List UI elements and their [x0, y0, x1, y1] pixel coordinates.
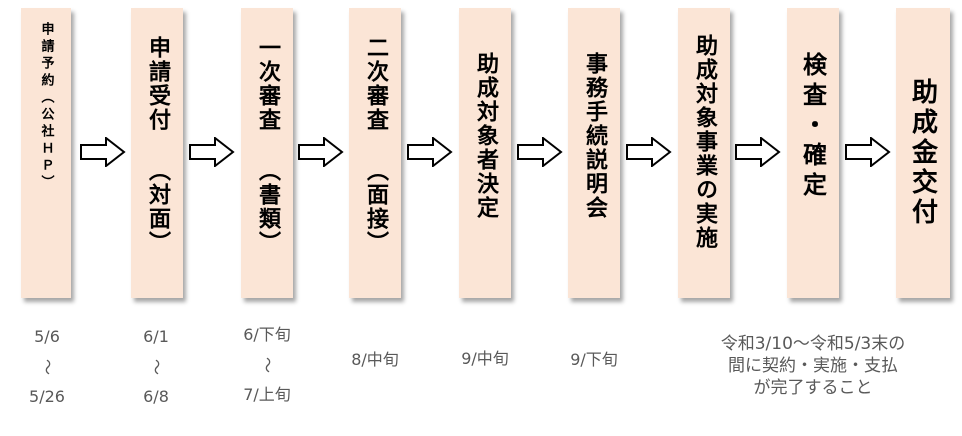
step-label: 検査・確定	[798, 52, 827, 202]
step-label: 助成対象者決定	[473, 52, 498, 220]
right-arrow-icon	[626, 137, 672, 167]
step-second-review: 二次審査 （面接）	[349, 8, 401, 298]
step-grant-payment: 助成金交付	[896, 8, 950, 298]
date-to: 7/上旬	[243, 385, 291, 404]
step-label: 事務手続説明会	[582, 52, 607, 220]
step-label: 二次審査 （面接）	[363, 36, 388, 255]
step-label: 一次審査 （書類）	[255, 36, 280, 255]
date-note-line-3: が完了すること	[753, 378, 873, 398]
step-label: 申請受付 （対面）	[145, 36, 170, 255]
date-text: 8/中旬	[351, 350, 399, 369]
step-project-implementation: 助成対象事業の実施	[678, 8, 730, 298]
date-text: 9/下旬	[570, 350, 618, 369]
date-range-separator: ～	[147, 358, 166, 375]
step-application-reservation: 申請予約（公社ＨＰ）	[21, 8, 71, 298]
step-label: 助成対象事業の実施	[692, 34, 717, 250]
date-step-3: 6/下旬 ～ 7/上旬	[232, 320, 302, 410]
date-step-5: 9/中旬	[450, 349, 520, 369]
date-to: 6/8	[143, 387, 169, 406]
right-arrow-icon	[845, 137, 891, 167]
step-label: 助成金交付	[907, 78, 938, 228]
step-procedure-briefing: 事務手続説明会	[568, 8, 620, 298]
date-range-separator: ～	[38, 358, 57, 375]
date-note-line-2: 間に契約・実施・支払	[728, 356, 898, 376]
date-from: 6/1	[143, 327, 169, 346]
step-inspection-confirmation: 検査・確定	[787, 8, 839, 298]
date-text: 9/中旬	[461, 349, 509, 368]
right-arrow-icon	[407, 137, 453, 167]
date-step-1: 5/6 ～ 5/26	[20, 322, 74, 412]
date-period-note: 令和3/10～令和5/3末の 間に契約・実施・支払 が完了すること	[686, 333, 940, 399]
right-arrow-icon	[298, 137, 344, 167]
step-label: 申請予約（公社ＨＰ）	[38, 22, 54, 192]
right-arrow-icon	[735, 137, 781, 167]
date-from: 5/6	[34, 327, 60, 346]
step-grantee-decision: 助成対象者決定	[459, 8, 511, 298]
step-application-reception: 申請受付 （対面）	[131, 8, 183, 298]
date-from: 6/下旬	[243, 325, 291, 344]
date-to: 5/26	[29, 387, 65, 406]
date-step-4: 8/中旬	[340, 350, 410, 370]
right-arrow-icon	[517, 137, 563, 167]
date-note-line-1: 令和3/10～令和5/3末の	[720, 334, 906, 354]
right-arrow-icon	[189, 137, 235, 167]
right-arrow-icon	[80, 137, 126, 167]
date-range-separator: ～	[258, 356, 277, 373]
date-step-2: 6/1 ～ 6/8	[128, 322, 184, 412]
step-first-review: 一次審査 （書類）	[241, 8, 293, 298]
date-step-6: 9/下旬	[559, 350, 629, 370]
